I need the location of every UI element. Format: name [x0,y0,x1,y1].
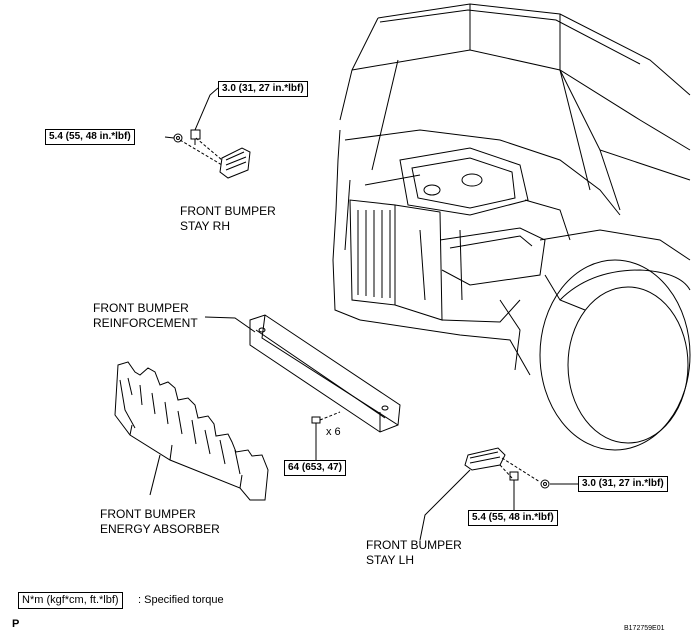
label-stay-lh: FRONT BUMPER STAY LH [366,538,462,568]
legend-torque-box: N*m (kgf*cm, ft.*lbf) [18,592,123,609]
leader-rh-upper [194,87,219,131]
label-reinforcement: FRONT BUMPER REINFORCEMENT [93,301,198,331]
vehicle-illustration [332,3,691,451]
leader-absorber [149,454,161,496]
label-stay-rh-line2: STAY RH [180,219,231,233]
label-absorber-line1: FRONT BUMPER [100,507,196,521]
front-bumper-stay-lh [464,447,541,483]
figure-id: B172759E01 [624,625,665,632]
bolt-lh-right [540,479,550,489]
front-bumper-reinforcement [249,314,401,433]
legend-text: : Specified torque [138,594,224,606]
front-bumper-energy-absorber [114,361,269,501]
bolt-lh-lower [509,471,519,488]
label-reinforcement-line1: FRONT BUMPER [93,301,189,315]
bolt-rh-lower [173,133,183,143]
front-bumper-stay-rh [179,137,251,179]
reinforcement-bolt [311,411,341,460]
torque-rh-upper: 3.0 (31, 27 in.*lbf) [218,81,308,97]
torque-lh-right: 3.0 (31, 27 in.*lbf) [578,476,668,492]
label-absorber: FRONT BUMPER ENERGY ABSORBER [100,507,220,537]
label-stay-lh-line1: FRONT BUMPER [366,538,462,552]
bolt-rh-upper [190,129,201,145]
bolt-count: x 6 [326,426,341,438]
label-reinforcement-line2: REINFORCEMENT [93,316,198,330]
leader-stay-lh [419,469,471,541]
torque-rh-lower: 5.4 (55, 48 in.*lbf) [45,129,135,145]
label-stay-rh-line1: FRONT BUMPER [180,204,276,218]
page-mark: P [12,618,20,630]
torque-reinforcement-bolt: 64 (653, 47) [284,460,346,476]
label-stay-lh-line2: STAY LH [366,553,415,567]
leader-rh-lower [164,136,175,139]
leader-reinforcement [204,316,256,333]
label-absorber-line2: ENERGY ABSORBER [100,522,220,536]
torque-lh-lower: 5.4 (55, 48 in.*lbf) [468,510,558,526]
label-stay-rh: FRONT BUMPER STAY RH [180,204,276,234]
